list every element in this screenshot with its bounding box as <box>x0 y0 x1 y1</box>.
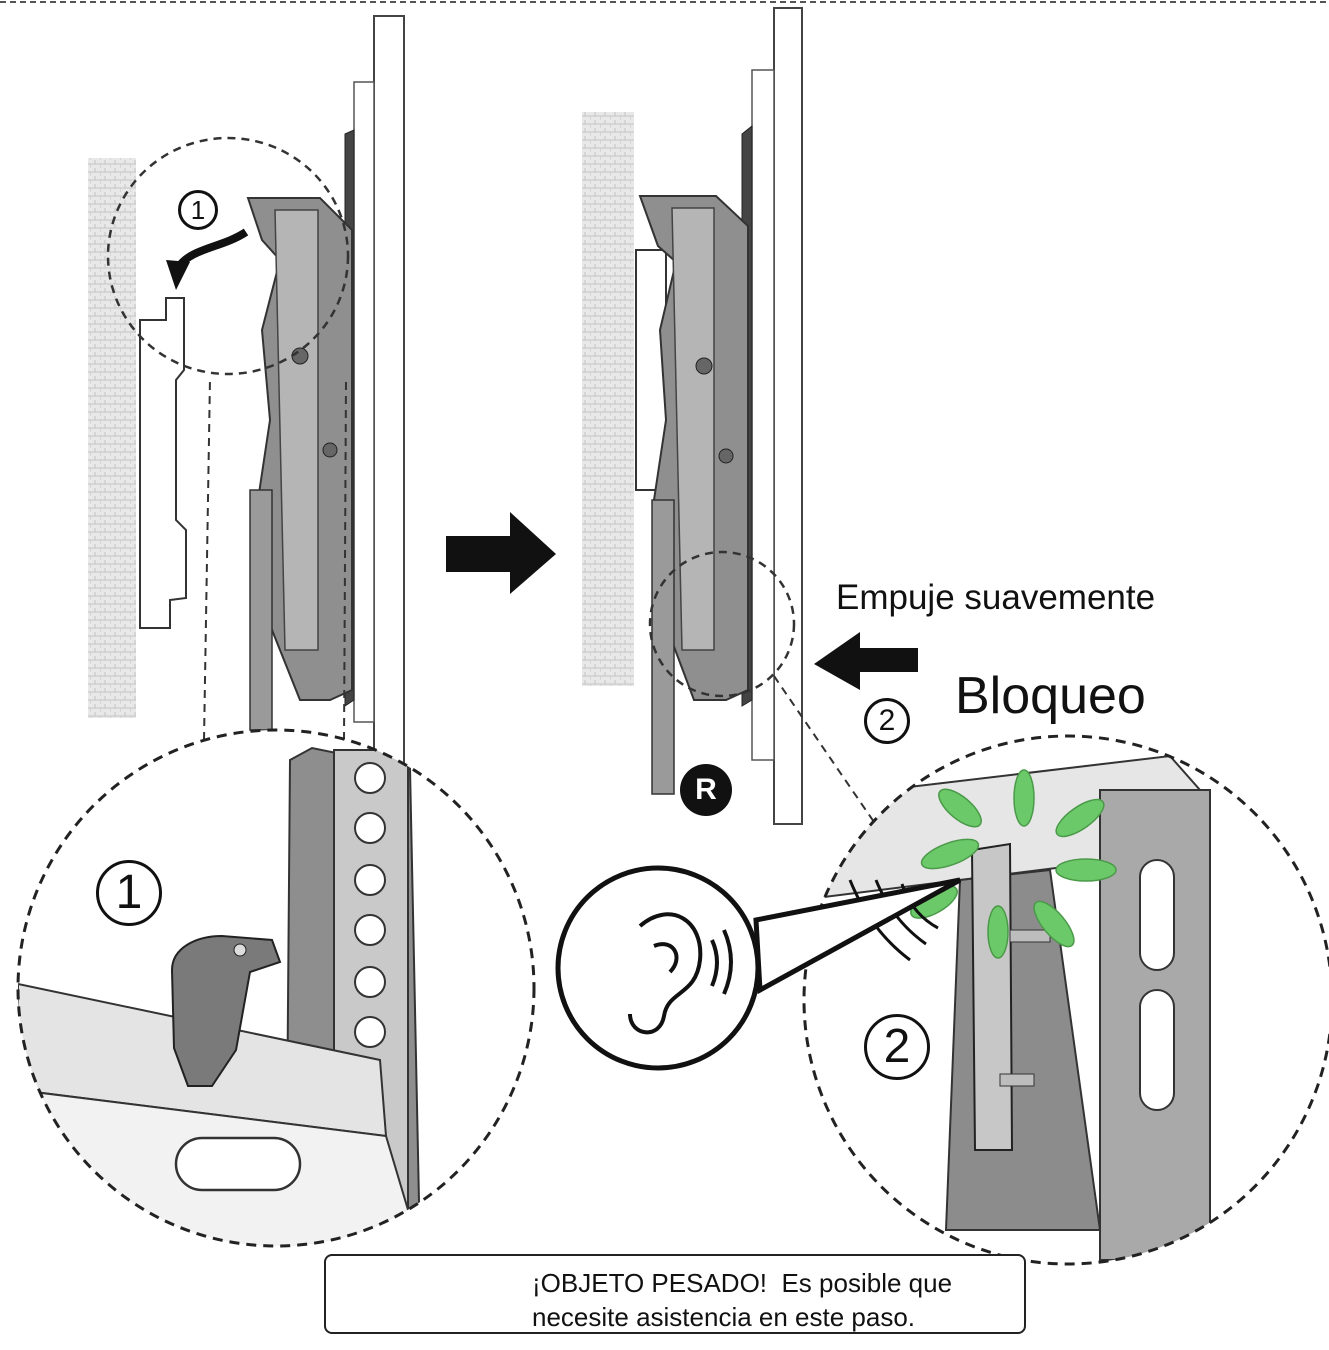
left-scene <box>88 15 405 777</box>
lock-label: Bloqueo <box>955 667 1146 725</box>
push-gently-label: Empuje suavemente <box>836 578 1156 617</box>
step-2-marker-small: 2 <box>864 698 910 744</box>
zoom-circle-small-2 <box>648 550 796 698</box>
zoom-circle-small-1 <box>106 136 350 376</box>
ear-icon <box>628 912 733 1035</box>
warning-title: ¡OBJETO PESADO! <box>532 1268 768 1298</box>
heavy-object-warning: ¡OBJETO PESADO! Es posible que necesite … <box>324 1254 1026 1334</box>
zoom-detail-1 <box>16 728 536 1248</box>
wall-left <box>88 158 136 718</box>
left-arrow-icon <box>814 632 918 690</box>
click-highlight <box>910 769 1117 959</box>
middle-scene <box>582 7 803 825</box>
marker-r-badge: R <box>680 764 732 816</box>
zoom-circle-large-2 <box>802 734 1329 1266</box>
zoom-detail-2 <box>802 734 1329 1266</box>
wall-plate-left <box>139 297 187 629</box>
zoom-circle-large-1 <box>16 728 536 1248</box>
ear-callout <box>555 865 962 1071</box>
wall-middle <box>582 112 634 686</box>
right-arrow-icon <box>446 512 556 594</box>
warning-body-line1: Es posible que <box>781 1268 953 1298</box>
step-2-marker-large: 2 <box>864 1014 930 1080</box>
tv-screen-left <box>373 15 405 777</box>
warning-text: ¡OBJETO PESADO! Es posible que necesite … <box>532 1266 952 1334</box>
step-1-marker-small: 1 <box>178 190 218 230</box>
tv-screen-middle <box>773 7 803 825</box>
step-1-marker-large: 1 <box>96 860 162 926</box>
warning-body-line2: necesite asistencia en este paso. <box>532 1302 916 1332</box>
